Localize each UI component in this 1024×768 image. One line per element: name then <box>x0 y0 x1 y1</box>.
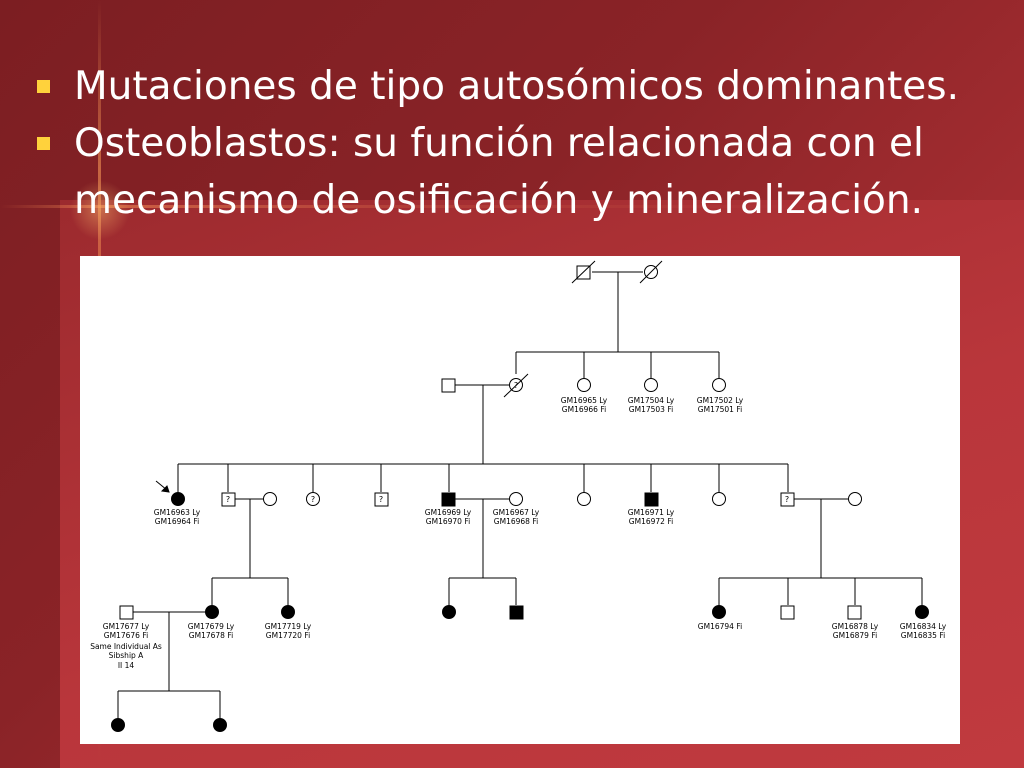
female-affected-symbol <box>205 605 219 619</box>
female-affected-symbol <box>442 605 456 619</box>
female-affected-symbol <box>111 718 125 732</box>
unknown-mark: ? <box>311 495 315 504</box>
sample-id-label: GM17678 Fi <box>189 631 233 640</box>
deceased-mark <box>503 373 529 398</box>
unknown-mark: ? <box>379 495 383 504</box>
sample-id-label: GM16878 Ly <box>832 622 879 631</box>
male-affected-symbol <box>441 492 456 507</box>
male-affected-symbol <box>509 605 524 620</box>
annotation-label: Same Individual As <box>90 642 162 651</box>
sample-id-label: GM16968 Fi <box>494 517 538 526</box>
sample-id-label: GM16966 Fi <box>562 405 606 414</box>
sample-id-label: GM17720 Fi <box>266 631 310 640</box>
sample-id-label: GM17501 Fi <box>698 405 742 414</box>
sample-id-label: GM16972 Fi <box>629 517 673 526</box>
unknown-mark: ? <box>226 495 230 504</box>
pedigree-chart: ? ? ? ? ? GM16965 Ly GM16966 Fi GM17504 … <box>90 260 947 732</box>
bullet-marker-icon <box>37 137 50 150</box>
female-symbol <box>577 492 591 506</box>
sample-id-label: GM16971 Ly <box>628 508 675 517</box>
sample-id-label: GM16834 Ly <box>900 622 947 631</box>
unknown-mark: ? <box>514 381 518 390</box>
sample-id-label: GM17504 Ly <box>628 396 675 405</box>
sample-id-label: GM16835 Fi <box>901 631 945 640</box>
female-symbol <box>712 492 726 506</box>
proband-arrow-head-icon <box>160 485 170 493</box>
female-symbol <box>848 492 862 506</box>
annotation-label: Sibship A <box>109 651 144 660</box>
pedigree-figure: ? ? ? ? ? GM16965 Ly GM16966 Fi GM17504 … <box>80 256 960 744</box>
sample-id-label: GM16965 Ly <box>561 396 608 405</box>
female-affected-symbol <box>281 605 295 619</box>
bullet-list: Mutaciones de tipo autosómicos dominante… <box>30 58 1010 229</box>
bullet-marker-icon <box>37 80 50 93</box>
unknown-mark: ? <box>785 495 789 504</box>
male-symbol <box>780 605 795 620</box>
bullet-line: Osteoblastos: su función relacionada con… <box>74 121 924 166</box>
sample-id-label: GM16970 Fi <box>426 517 470 526</box>
bullet-item: Osteoblastos: su función relacionada con… <box>30 115 1010 229</box>
male-symbol <box>441 378 456 393</box>
male-unknown-symbol <box>374 492 389 507</box>
female-affected-symbol <box>213 718 227 732</box>
sample-id-label: GM16964 Fi <box>155 517 199 526</box>
female-affected-symbol <box>712 605 726 619</box>
sample-id-label: GM17679 Ly <box>188 622 235 631</box>
female-symbol <box>644 378 658 392</box>
bullet-line: Mutaciones de tipo autosómicos dominante… <box>74 64 959 109</box>
male-affected-symbol <box>644 492 659 507</box>
male-symbol <box>847 605 862 620</box>
sample-id-label: GM16963 Ly <box>154 508 201 517</box>
female-affected-symbol <box>915 605 929 619</box>
sample-id-label: GM16967 Ly <box>493 508 540 517</box>
female-affected-symbol <box>171 492 185 506</box>
deceased-mark <box>571 260 596 284</box>
bullet-item: Mutaciones de tipo autosómicos dominante… <box>30 58 1010 115</box>
bullet-line: mecanismo de osificación y mineralizació… <box>74 178 924 223</box>
sample-id-label: GM17677 Ly <box>103 622 150 631</box>
sample-id-label: GM16794 Fi <box>698 622 742 631</box>
sample-id-label: GM17503 Fi <box>629 405 673 414</box>
sample-id-label: GM17502 Ly <box>697 396 744 405</box>
decorative-glow-line <box>0 205 1024 208</box>
sample-id-label: GM16969 Ly <box>425 508 472 517</box>
sample-id-label: GM17719 Ly <box>265 622 312 631</box>
annotation-label: II 14 <box>118 661 135 670</box>
sample-id-label: GM16879 Fi <box>833 631 877 640</box>
decorative-glow <box>70 180 130 240</box>
male-symbol <box>119 605 134 620</box>
female-symbol <box>712 378 726 392</box>
deceased-mark <box>639 260 663 284</box>
female-symbol <box>263 492 277 506</box>
female-symbol <box>509 492 523 506</box>
female-unknown-symbol <box>306 492 320 506</box>
female-symbol <box>577 378 591 392</box>
sample-id-label: GM17676 Fi <box>104 631 148 640</box>
